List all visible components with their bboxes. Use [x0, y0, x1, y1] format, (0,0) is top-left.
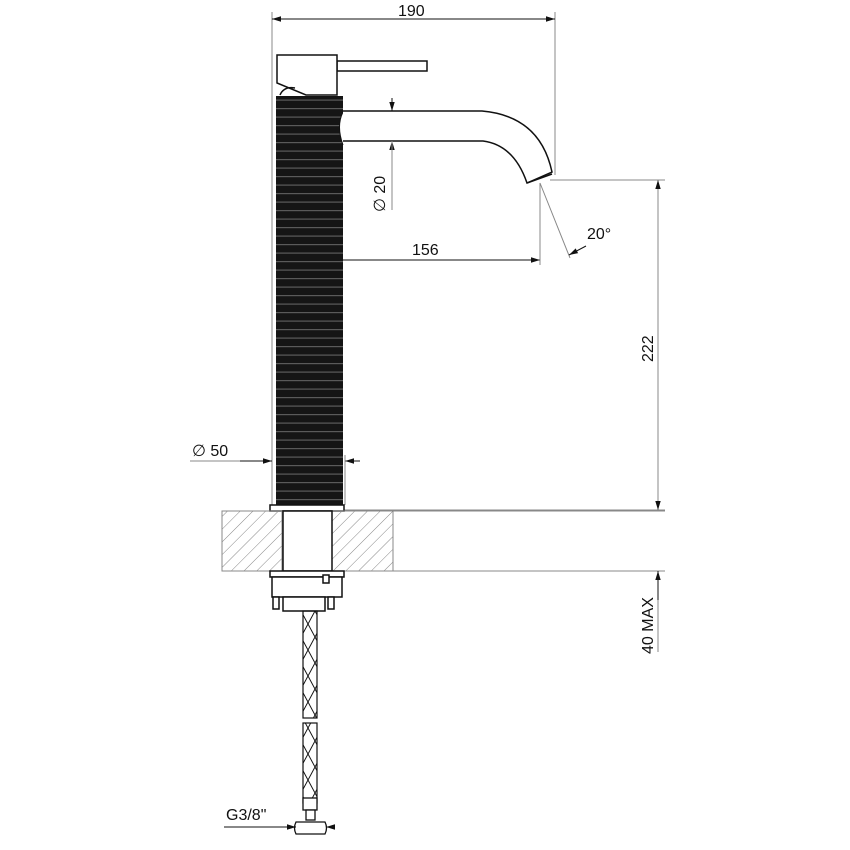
spout-reach-dimension [343, 183, 541, 265]
body-diameter-dimension [190, 455, 360, 505]
lever-handle [336, 60, 428, 72]
spout-diameter-label: ∅ 20 [372, 175, 389, 212]
spout-reach-label: 156 [412, 242, 439, 259]
deck-thickness-label: 40 MAX [640, 597, 657, 654]
base-flange [269, 504, 345, 512]
outlet-angle-dimension [539, 182, 587, 259]
overall-width-label: 190 [398, 3, 425, 20]
countertop-section [221, 510, 665, 572]
thread-label: G3/8" [226, 807, 267, 824]
mixer-cap [276, 54, 338, 96]
body-diameter-label: ∅ 50 [192, 443, 229, 460]
hose-connector [293, 797, 328, 835]
fixing-nut [269, 570, 345, 612]
overall-width-dimension [271, 12, 556, 505]
ribbed-body [276, 96, 344, 506]
braided-flex-hose [302, 610, 318, 804]
curved-spout [343, 110, 553, 185]
spout-height-label: 222 [640, 335, 657, 362]
outlet-angle-label: 20° [587, 226, 612, 243]
spout-height-dimension [343, 179, 665, 511]
